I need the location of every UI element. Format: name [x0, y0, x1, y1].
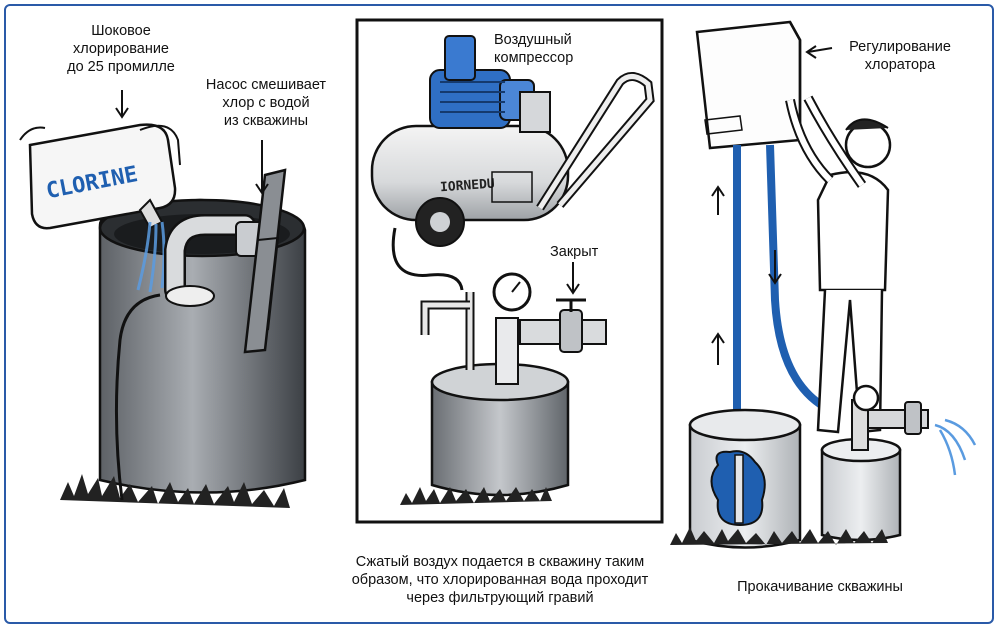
label-compressed-air-caption: Сжатый воздух подается в скважину таким …: [351, 554, 649, 606]
closed-valve: [559, 309, 583, 353]
wellhead-assembly: [420, 272, 607, 385]
chlorine-bottle: CLORINE: [19, 123, 181, 230]
label-closed: Закрыт: [550, 244, 599, 260]
label-air-compressor: Воздушный компрессор: [494, 32, 574, 66]
panel-compressor: IORNEDU: [355, 18, 664, 524]
open-valve: [904, 401, 922, 435]
label-pump-mixes: Насос смешивает хлор с водой из скважины: [205, 77, 327, 129]
person: [785, 95, 892, 434]
panel-shock-chlorination: CLORINE: [19, 90, 307, 508]
label-well-pumping: Прокачивание скважины: [737, 579, 903, 595]
arrow-left: [805, 45, 833, 59]
pressure-gauge-2: [852, 384, 880, 412]
compressor-brand: IORNEDU: [440, 177, 496, 196]
chlorinator-box: [695, 20, 802, 150]
hose-panel-1: [114, 293, 161, 501]
arrow-down-2: [255, 140, 269, 195]
label-chlorinator-regulation: Регулирование хлоратора: [849, 39, 951, 73]
arrow-down-3: [768, 250, 782, 285]
arrow-up-2: [711, 332, 725, 365]
panel-chlorinator: [670, 20, 977, 549]
water-spray: [934, 418, 977, 476]
figure-frame: [4, 4, 994, 624]
arrow-down-1: [115, 90, 129, 119]
compressor-motor: [429, 35, 551, 133]
wellhead-small: [820, 448, 902, 542]
well-casing-2: [430, 380, 570, 497]
mixing-pump-pipe: [164, 168, 287, 354]
grass-3: [670, 527, 888, 545]
arrow-up-1: [711, 185, 725, 215]
grass-1: [60, 474, 290, 508]
grass-2: [400, 487, 552, 505]
label-shock-chlorination: Шоковое хлорирование до 25 промилле: [67, 23, 175, 75]
chlorine-stream: [136, 221, 166, 293]
air-hose: [391, 227, 464, 291]
arrow-down-closed: [566, 262, 580, 295]
